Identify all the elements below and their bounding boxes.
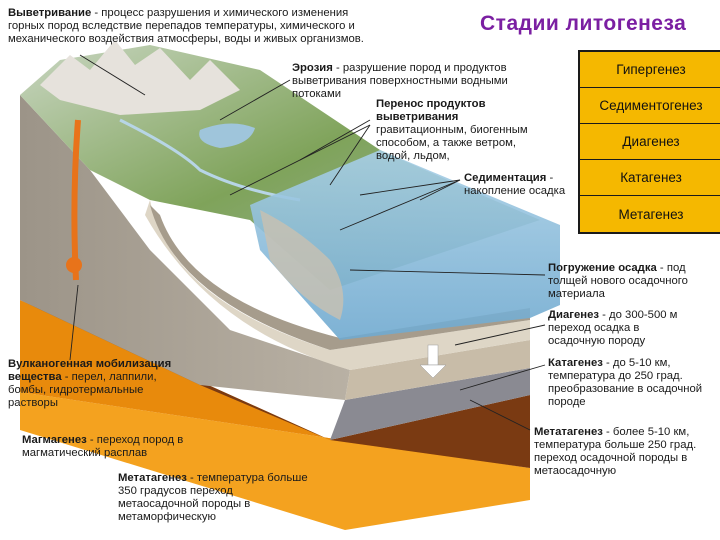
metamorphic-layer (20, 300, 530, 468)
label-catagenesis: Катагенез - до 5-10 км, температура до 2… (548, 357, 703, 408)
stage-hypergenesis: Гипергенез (580, 52, 720, 88)
stage-diagenesis: Диагенез (580, 124, 720, 160)
label-metatagenesis-2: Метатагенез - температура больше 350 гра… (118, 472, 308, 523)
label-magmagenesis: Магмагенез - переход пород в магматическ… (22, 434, 184, 459)
volcanic-conduit (66, 119, 82, 281)
page-title: Стадии литогенеза (480, 12, 687, 35)
label-diagenesis: Диагенез - до 300-500 м переход осадка в… (548, 309, 678, 347)
metasedimentary-layer (330, 368, 530, 440)
stages-table: Гипергенез Седиментогенез Диагенез Катаг… (578, 50, 720, 234)
label-weathering: Выветривание - процесс разрушения и хими… (8, 7, 364, 45)
stage-metagenesis: Метагенез (618, 206, 684, 222)
label-erosion: Эрозия - разрушение пород и продуктов вы… (292, 62, 508, 100)
top-surface (20, 40, 560, 340)
mountains (40, 40, 240, 115)
label-sedimentation: Седиментация - накопление осадка (464, 172, 566, 197)
label-transport: Перенос продуктов выветривания гравитаци… (376, 98, 528, 162)
label-volcanic: Вулканогенная мобилизация вещества - пер… (8, 358, 172, 409)
side-rock (20, 95, 350, 400)
front-face (20, 95, 530, 530)
label-metatagenesis: Метатагенез - более 5-10 км, температура… (534, 426, 697, 477)
burial-arrow (419, 344, 447, 379)
label-burial: Погружение осадка - под толщей нового ос… (548, 262, 688, 300)
leader-lines (69, 54, 546, 431)
stage-sedimentogenesis: Седиментогенез (580, 88, 720, 124)
dark-brown-layer (20, 300, 530, 468)
sediment-curve-2 (150, 205, 530, 350)
stage-catagenesis: Катагенез (580, 160, 720, 196)
lake (199, 123, 255, 148)
delta-fan (260, 210, 344, 320)
river (119, 118, 301, 202)
magma-layer (20, 392, 530, 530)
